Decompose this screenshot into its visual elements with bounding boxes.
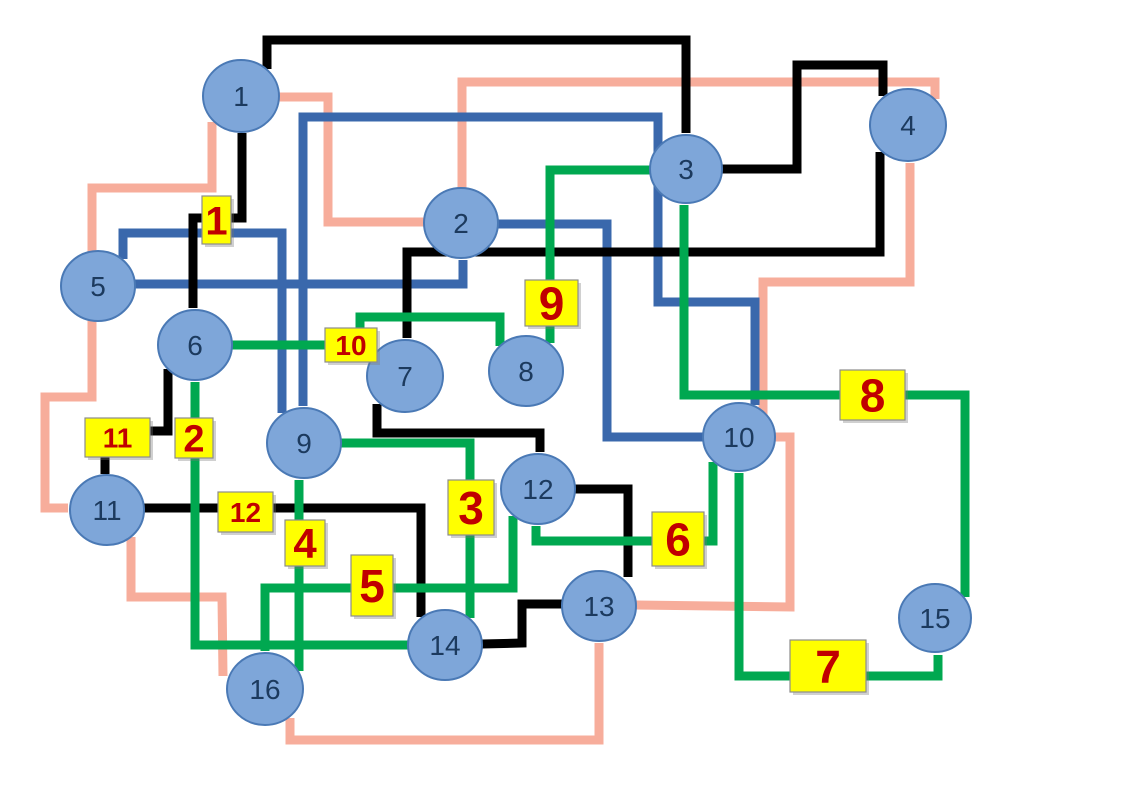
edge-label-3-on-9-14[interactable]: 3 (447, 479, 497, 538)
edge-label-box-8[interactable] (839, 369, 906, 421)
node-circle-10[interactable] (702, 402, 776, 472)
edge-label-7-on-15-10[interactable]: 7 (789, 639, 869, 695)
node-circle-1[interactable] (202, 59, 280, 133)
edge-11-16-salmon[interactable] (126, 537, 228, 677)
edge-5-2-blue[interactable] (135, 260, 468, 289)
edge-7-12-black[interactable] (372, 404, 545, 452)
node-circle-5[interactable] (60, 250, 136, 322)
node-circle-13[interactable] (561, 570, 637, 642)
node-6[interactable]: 6 (157, 309, 233, 381)
node-4[interactable]: 4 (869, 88, 947, 162)
node-2[interactable]: 2 (423, 187, 499, 259)
node-circle-8[interactable] (488, 335, 564, 407)
node-circle-16[interactable] (226, 652, 304, 726)
edge-label-box-1[interactable] (201, 195, 232, 245)
edge-3-4-black[interactable] (722, 60, 888, 174)
node-circle-7[interactable] (366, 339, 444, 413)
edge-1-4-salmon[interactable] (279, 77, 940, 227)
edge-6-8-green[interactable] (232, 312, 505, 350)
edge-4-7-black[interactable] (402, 152, 885, 338)
edge-label-1-on-1-6[interactable]: 1 (201, 195, 234, 247)
node-circle-15[interactable] (898, 583, 972, 653)
node-1[interactable]: 1 (202, 59, 280, 133)
node-circle-9[interactable] (266, 407, 342, 479)
edge-label-11-on-11-6[interactable]: 11 (84, 417, 153, 460)
edge-label-box-6[interactable] (651, 511, 705, 567)
node-10[interactable]: 10 (702, 402, 776, 472)
edge-label-box-11[interactable] (84, 417, 151, 458)
edge-12-13-black[interactable] (575, 484, 633, 577)
edge-3-15-green[interactable] (679, 205, 970, 597)
edge-label-box-12[interactable] (217, 491, 274, 533)
node-13[interactable]: 13 (561, 570, 637, 642)
edge-9-10-blue[interactable] (298, 112, 760, 406)
node-circle-4[interactable] (869, 88, 947, 162)
edge-label-box-5[interactable] (350, 554, 394, 617)
node-circle-11[interactable] (69, 474, 145, 546)
edge-label-5-on-12-16[interactable]: 5 (350, 554, 396, 619)
edge-13-14-black[interactable] (481, 599, 562, 649)
node-15[interactable]: 15 (898, 583, 972, 653)
edge-label-box-4[interactable] (284, 519, 326, 567)
edge-label-6-on-10-12[interactable]: 6 (651, 511, 707, 569)
node-9[interactable]: 9 (266, 407, 342, 479)
edge-label-box-10[interactable] (324, 327, 378, 363)
edge-11-1-salmon[interactable] (40, 122, 217, 513)
edge-9-14-green[interactable] (341, 438, 475, 618)
node-circle-12[interactable] (500, 453, 576, 525)
edge-10-12-green[interactable] (531, 462, 718, 546)
edge-13-16-salmon[interactable] (285, 643, 604, 745)
node-circle-6[interactable] (157, 309, 233, 381)
edge-label-12-on-11-14[interactable]: 12 (217, 491, 276, 535)
node-circle-3[interactable] (649, 134, 723, 204)
edge-1-3-black[interactable] (262, 35, 691, 133)
edge-14-6-green[interactable] (190, 382, 408, 650)
node-circle-14[interactable] (407, 609, 483, 681)
edge-label-box-2[interactable] (174, 417, 214, 459)
edge-label-box-7[interactable] (789, 639, 867, 693)
node-3[interactable]: 3 (649, 134, 723, 204)
edge-label-8-on-3-15[interactable]: 8 (839, 369, 908, 423)
edge-label-10-on-6-8[interactable]: 10 (324, 327, 380, 365)
node-12[interactable]: 12 (500, 453, 576, 525)
edge-label-2-on-14-6[interactable]: 2 (174, 417, 216, 461)
edge-label-box-9[interactable] (524, 279, 579, 327)
node-8[interactable]: 8 (488, 335, 564, 407)
node-11[interactable]: 11 (69, 474, 145, 546)
node-circle-2[interactable] (423, 187, 499, 259)
edge-label-4-on-16-9[interactable]: 4 (284, 519, 328, 569)
edge-label-9-on-8-3[interactable]: 9 (524, 278, 581, 330)
edge-label-box-3[interactable] (447, 479, 495, 536)
node-14[interactable]: 14 (407, 609, 483, 681)
node-5[interactable]: 5 (60, 250, 136, 322)
node-16[interactable]: 16 (226, 652, 304, 726)
